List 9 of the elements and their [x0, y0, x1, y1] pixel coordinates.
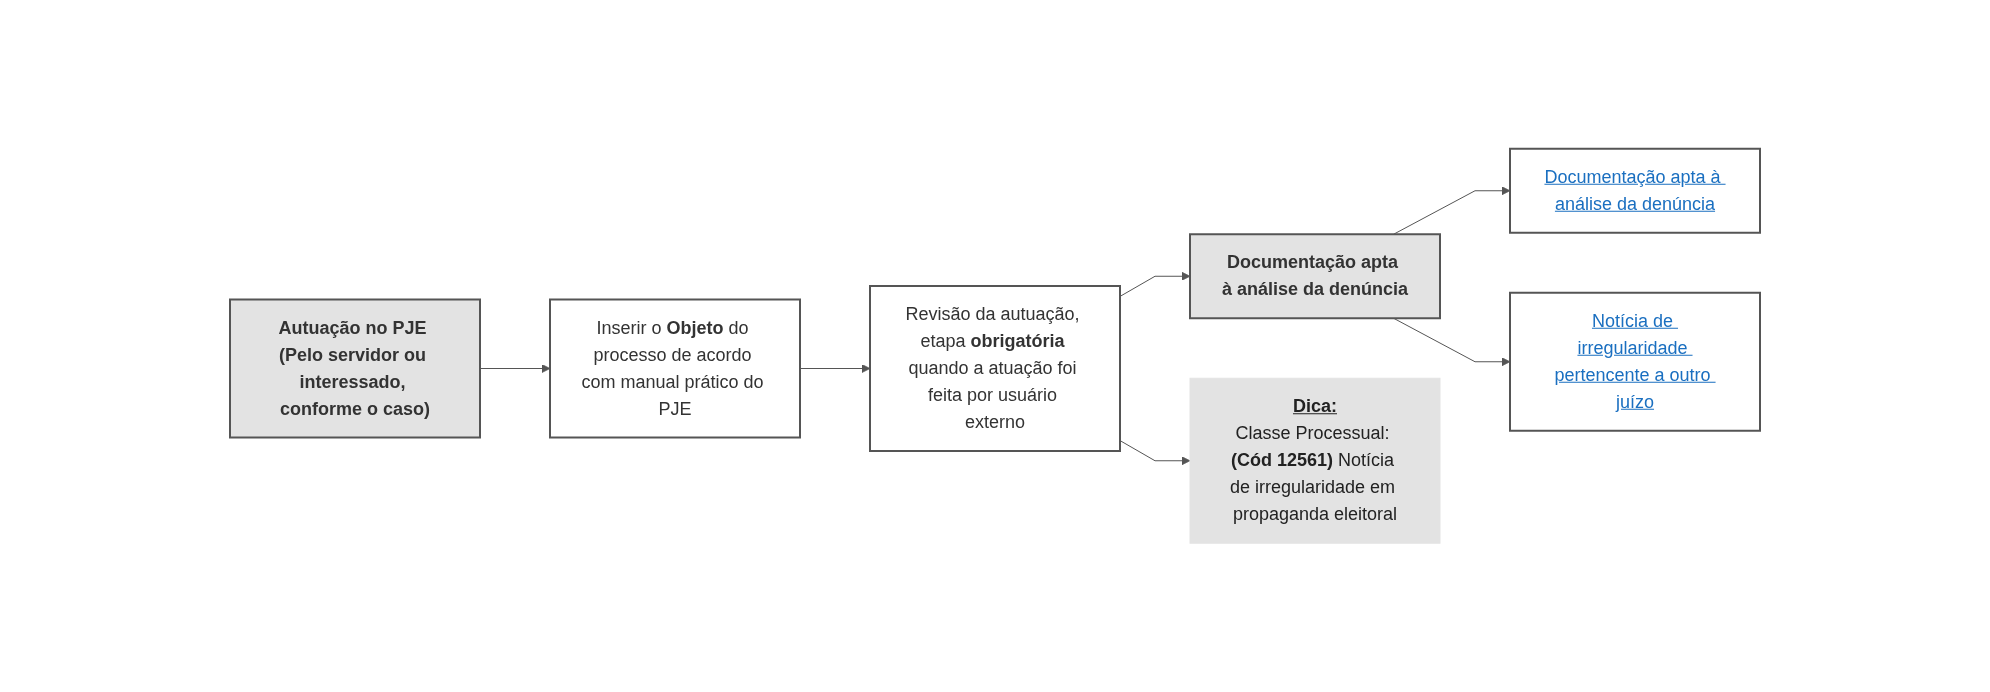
node-box: Documentação apta à análise da denúncia: [1509, 147, 1761, 234]
node-box: Notícia de irregularidade pertencente a outro juízo: [1509, 291, 1761, 432]
node-box: Revisão da autuação, etapa obrigatória quando a atuação foi feita por usuário externo: [869, 285, 1121, 452]
node-box: Inserir o Objeto do processo de acordo com manual prático do PJE: [549, 298, 801, 439]
arrow: [1393, 317, 1511, 367]
arrow: [1393, 186, 1511, 235]
node-box: Dica: Classe Processual: (Cód 12561) Notícia de irregularidade em propaganda eleitoral: [1189, 377, 1441, 544]
node-box: Documentação apta à análise da denúncia: [1189, 233, 1441, 320]
node-box: Autuação no PJE (Pelo servidor ou interessado, conforme o caso): [229, 298, 481, 439]
